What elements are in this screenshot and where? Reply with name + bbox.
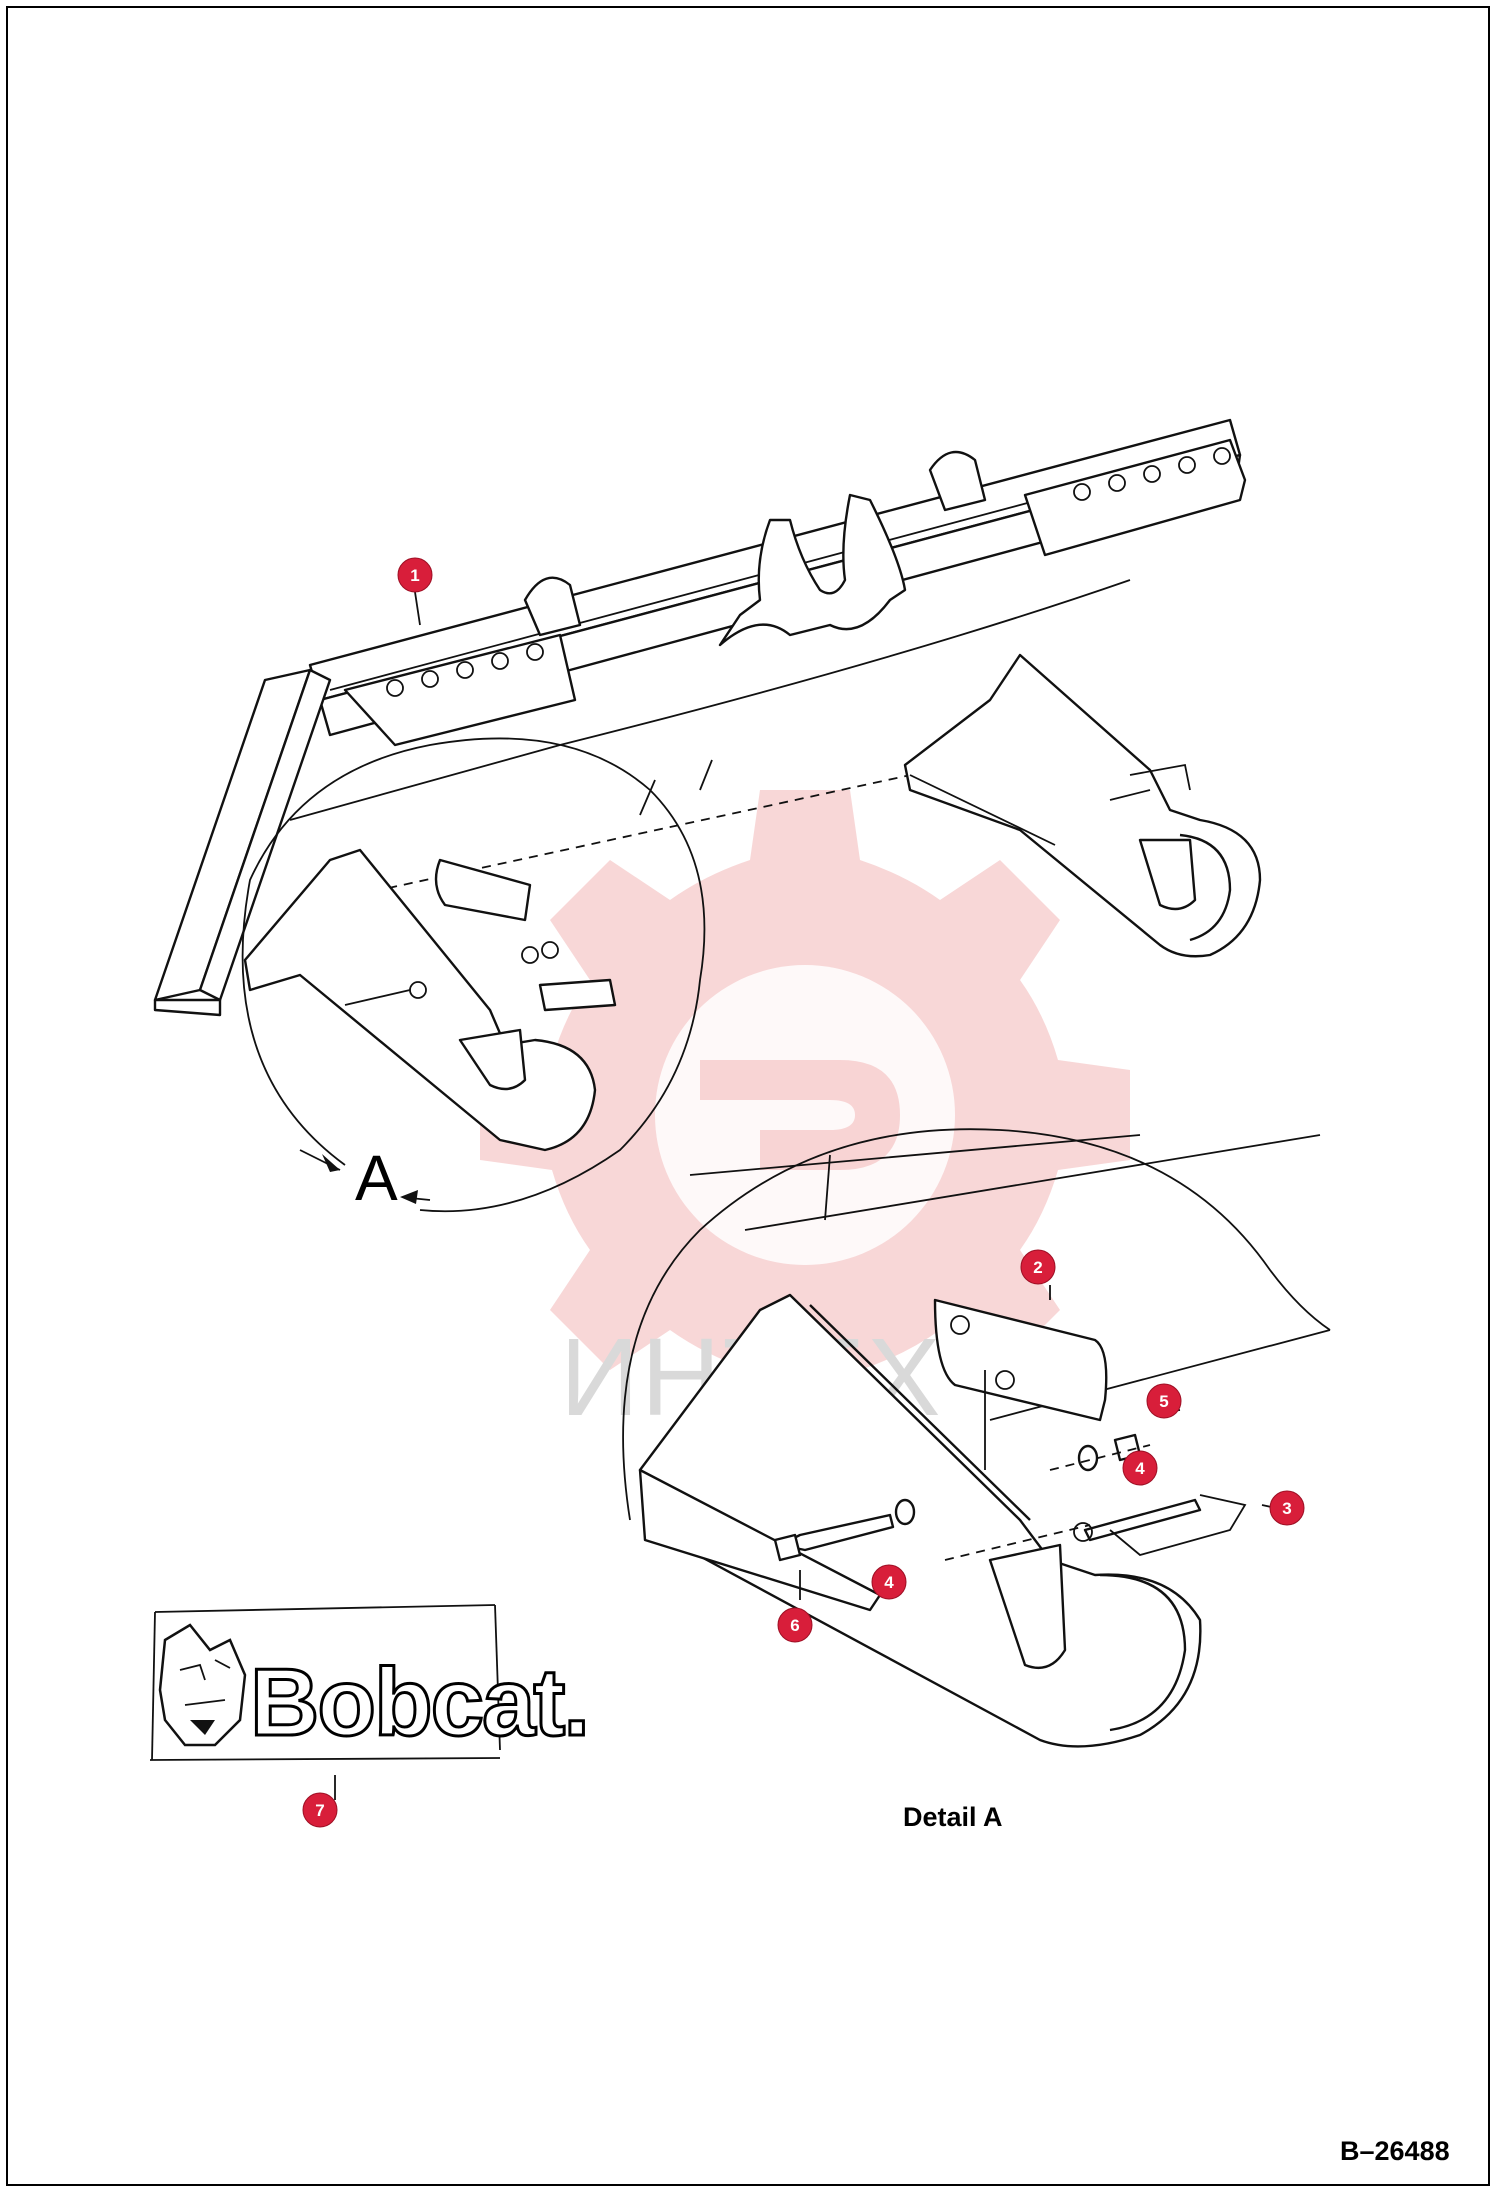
bobcat-logo: Bobcat. xyxy=(149,1604,592,1761)
callout-7[interactable]: 7 xyxy=(302,1792,338,1828)
callout-4a-label: 4 xyxy=(1135,1459,1145,1478)
callout-3[interactable]: 3 xyxy=(1269,1490,1305,1526)
view-label: A xyxy=(355,1142,398,1214)
callout-5[interactable]: 5 xyxy=(1146,1383,1182,1419)
callout-4b-label: 4 xyxy=(884,1573,894,1592)
callout-4b[interactable]: 4 xyxy=(871,1564,907,1600)
callout-5-label: 5 xyxy=(1159,1392,1168,1411)
detail-circle-small xyxy=(241,737,706,1213)
callout-2[interactable]: 2 xyxy=(1020,1249,1056,1285)
callout-1-label: 1 xyxy=(410,566,419,585)
detail-a-drawing xyxy=(622,1128,1331,1748)
callout-4a[interactable]: 4 xyxy=(1122,1450,1158,1486)
callout-3-label: 3 xyxy=(1282,1499,1291,1518)
callout-7-label: 7 xyxy=(315,1801,324,1820)
page-frame xyxy=(6,6,1490,2186)
hole-row-left xyxy=(386,643,544,697)
brand-text: Bobcat. xyxy=(250,1649,588,1756)
watermark-gear-icon xyxy=(480,790,1130,1440)
bobcat-head-icon xyxy=(158,1623,247,1747)
callout-1[interactable]: 1 xyxy=(397,557,433,593)
attachment-frame-drawing xyxy=(153,418,1262,1017)
hole-row-right xyxy=(1073,447,1231,501)
callout-6[interactable]: 6 xyxy=(777,1607,813,1643)
callout-6-label: 6 xyxy=(790,1616,799,1635)
figure-number: B–26488 xyxy=(1340,2136,1450,2166)
callout-2-label: 2 xyxy=(1033,1258,1042,1277)
detail-a-label: Detail A xyxy=(903,1802,1003,1832)
